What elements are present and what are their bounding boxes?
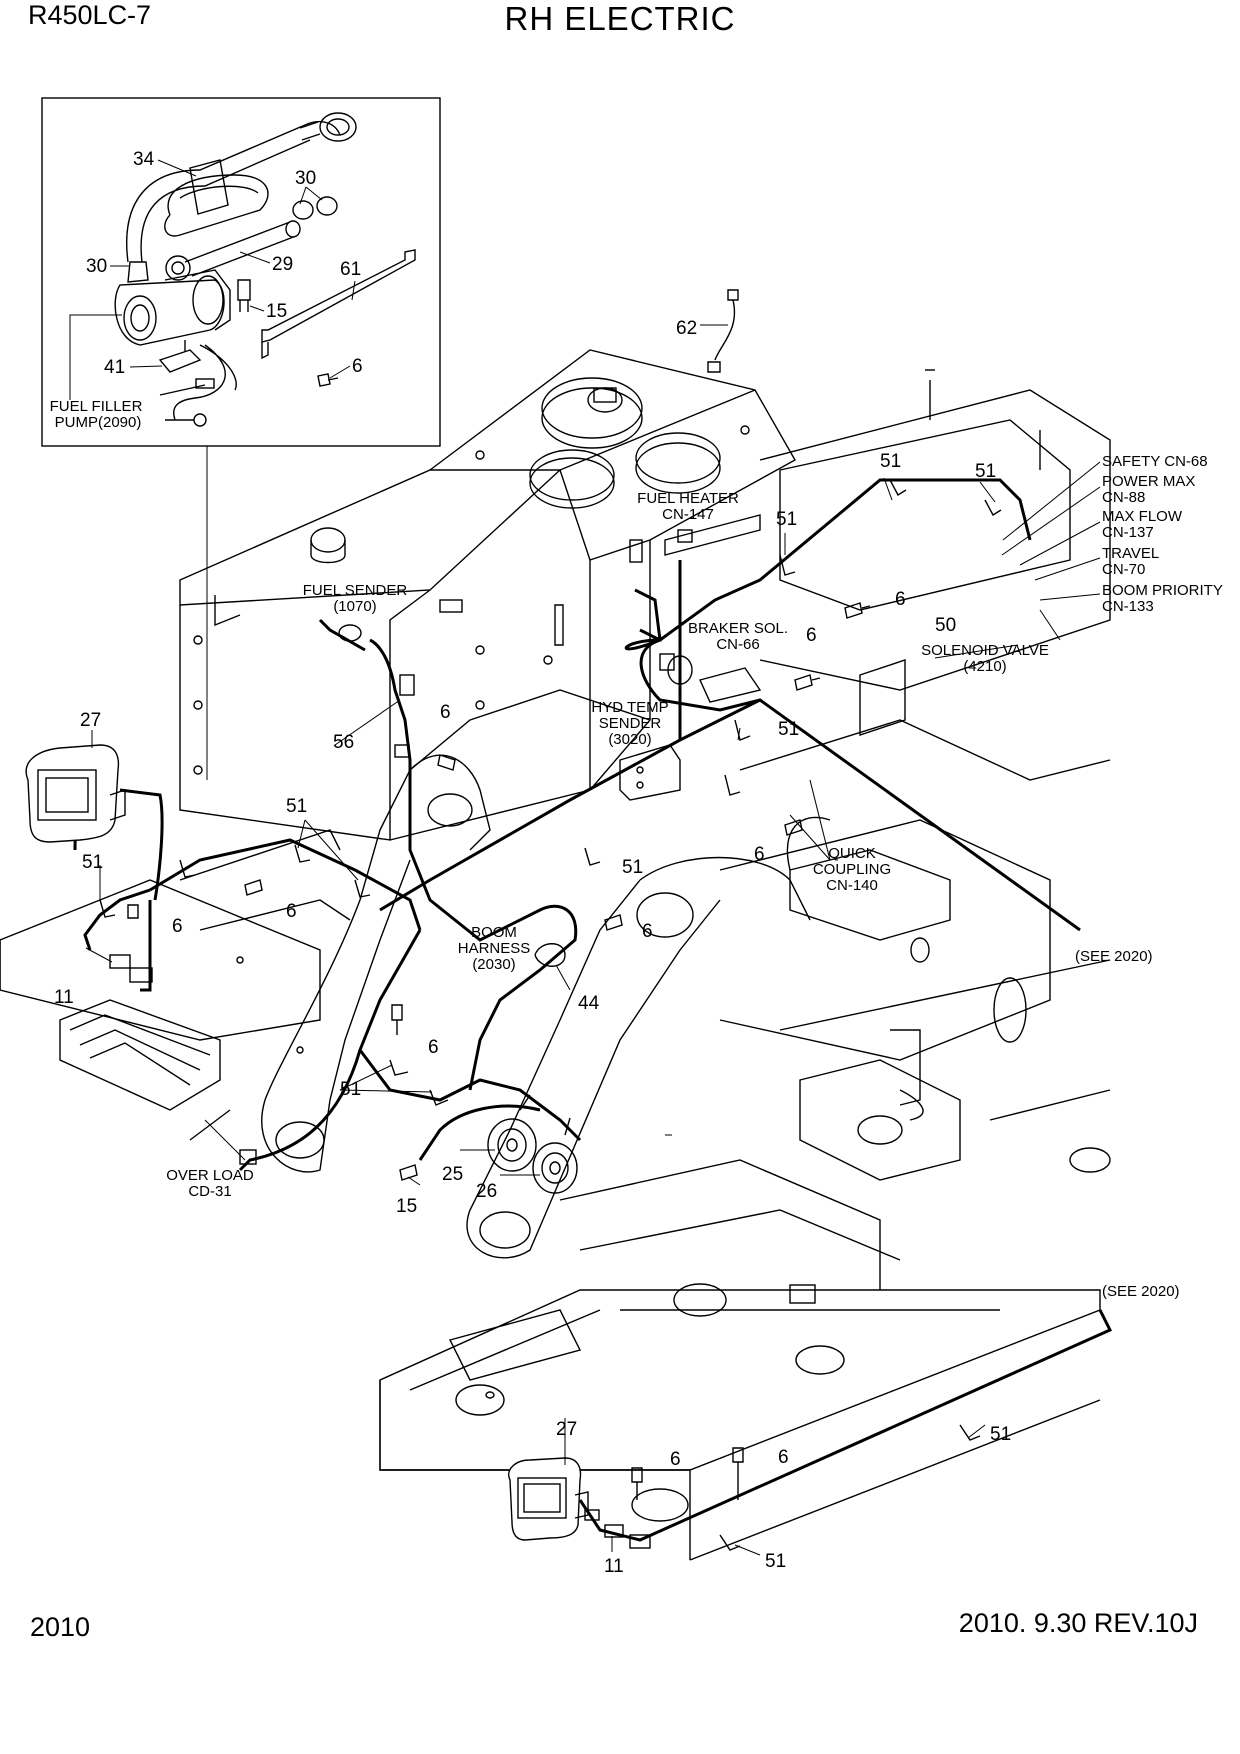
hyd-temp-label-2: SENDER [599, 715, 662, 732]
callout-11-lower: 11 [604, 1556, 624, 1577]
callout-56: 56 [333, 732, 354, 753]
callout-6-c: 6 [440, 702, 451, 723]
callout-51-j: 51 [765, 1551, 786, 1572]
machine-frame-drawing [0, 349, 1111, 1561]
boom-harness-label-1: BOOM [471, 924, 517, 941]
callout-6-a: 6 [895, 589, 906, 610]
callout-41: 41 [104, 357, 125, 378]
quick-coupling-label-1: QUICK [828, 845, 876, 862]
callout-6-inset: 6 [352, 356, 363, 377]
boom-priority-label-2: CN-133 [1102, 598, 1154, 615]
callout-6-i: 6 [670, 1449, 681, 1470]
over-load-label-1: OVER LOAD [166, 1167, 254, 1184]
callout-34: 34 [133, 149, 155, 170]
fuel-heater-label-2: CN-147 [662, 506, 714, 523]
braker-sol-label-1: BRAKER SOL. [688, 620, 788, 637]
work-lamp-27-lower [508, 1457, 589, 1541]
callout-61: 61 [340, 259, 361, 280]
callout-51-c: 51 [776, 509, 797, 530]
callout-26: 26 [476, 1181, 497, 1202]
fuel-sender-label-1: FUEL SENDER [303, 582, 408, 599]
hyd-temp-label-3: (3020) [608, 731, 651, 748]
work-lamp-27-upper [25, 744, 126, 843]
callout-6-h: 6 [428, 1037, 439, 1058]
see-2020-upper: (SEE 2020) [1075, 948, 1153, 965]
callout-27-lower: 27 [556, 1419, 577, 1440]
callout-6-j: 6 [778, 1447, 789, 1468]
callout-51-h: 51 [340, 1079, 361, 1100]
callout-51-b: 51 [975, 461, 996, 482]
callout-50: 50 [935, 615, 956, 636]
callout-15: 15 [396, 1196, 417, 1217]
callout-62: 62 [676, 318, 697, 339]
fuel-heater-label-1: FUEL HEATER [637, 490, 739, 507]
callout-11-upper: 11 [54, 987, 74, 1008]
see-2020-lower: (SEE 2020) [1102, 1283, 1180, 1300]
revision-date: 2010. 9.30 REV.10J [958, 1608, 1198, 1638]
solenoid-valve-label-1: SOLENOID VALVE [921, 642, 1049, 659]
callout-6-g: 6 [642, 921, 653, 942]
callout-6-f: 6 [172, 916, 183, 937]
max-flow-label-1: MAX FLOW [1102, 508, 1183, 525]
boom-harness-label-3: (2030) [472, 956, 515, 973]
safety-label: SAFETY CN-68 [1102, 453, 1208, 470]
leader-lines [85, 324, 1101, 1556]
callout-29: 29 [272, 254, 293, 275]
callout-51-f: 51 [622, 857, 643, 878]
text-labels: FUEL HEATER CN-147 FUEL SENDER (1070) BR… [166, 453, 1223, 1300]
callout-51-a: 51 [880, 451, 901, 472]
travel-label-2: CN-70 [1102, 561, 1145, 578]
braker-sol-label-2: CN-66 [716, 636, 759, 653]
quick-coupling-label-2: COUPLING [813, 861, 891, 878]
callout-30-upper: 30 [295, 168, 316, 189]
callout-15-inset: 15 [266, 301, 287, 322]
callout-44: 44 [578, 993, 600, 1014]
callout-6-b: 6 [806, 625, 817, 646]
max-flow-label-2: CN-137 [1102, 524, 1154, 541]
page-number: 2010 [30, 1612, 91, 1642]
travel-label-1: TRAVEL [1102, 545, 1159, 562]
callout-6-d: 6 [754, 844, 765, 865]
page-title: RH ELECTRIC [504, 0, 736, 37]
connectors-11 [109, 954, 651, 1549]
solenoid-valve-label-2: (4210) [963, 658, 1006, 675]
callout-numbers: 62 51 51 51 6 50 6 51 27 6 56 51 6 51 51… [54, 318, 1011, 1577]
power-max-label-1: POWER MAX [1102, 473, 1195, 490]
callout-51-d: 51 [778, 719, 799, 740]
fuel-sender-label-2: (1070) [333, 598, 376, 615]
callout-27-upper: 27 [80, 710, 101, 731]
fuel-filler-pump-label-1: FUEL FILLER [50, 398, 143, 415]
quick-coupling-label-3: CN-140 [826, 877, 878, 894]
power-max-label-2: CN-88 [1102, 489, 1145, 506]
callout-30-left: 30 [86, 256, 107, 277]
boom-harness-label-2: HARNESS [458, 940, 531, 957]
boom-priority-label-1: BOOM PRIORITY [1102, 582, 1223, 599]
inset-fuel-filler-pump [41, 97, 441, 447]
fuel-filler-pump-label-2: PUMP(2090) [55, 414, 142, 431]
inset-callouts: 34 30 30 29 61 15 41 6 FUEL FILLER PUMP(… [50, 149, 363, 431]
callout-6-e: 6 [286, 901, 297, 922]
callout-25: 25 [442, 1164, 463, 1185]
over-load-label-2: CD-31 [188, 1183, 231, 1200]
callout-51-e: 51 [286, 796, 307, 817]
clips-and-bolts [99, 289, 1002, 1551]
callout-51-i: 51 [990, 1424, 1011, 1445]
model-number: R450LC-7 [28, 0, 152, 30]
hyd-temp-label-1: HYD TEMP [591, 699, 668, 716]
horns-25-26 [487, 1094, 578, 1194]
callout-51-g: 51 [82, 852, 103, 873]
